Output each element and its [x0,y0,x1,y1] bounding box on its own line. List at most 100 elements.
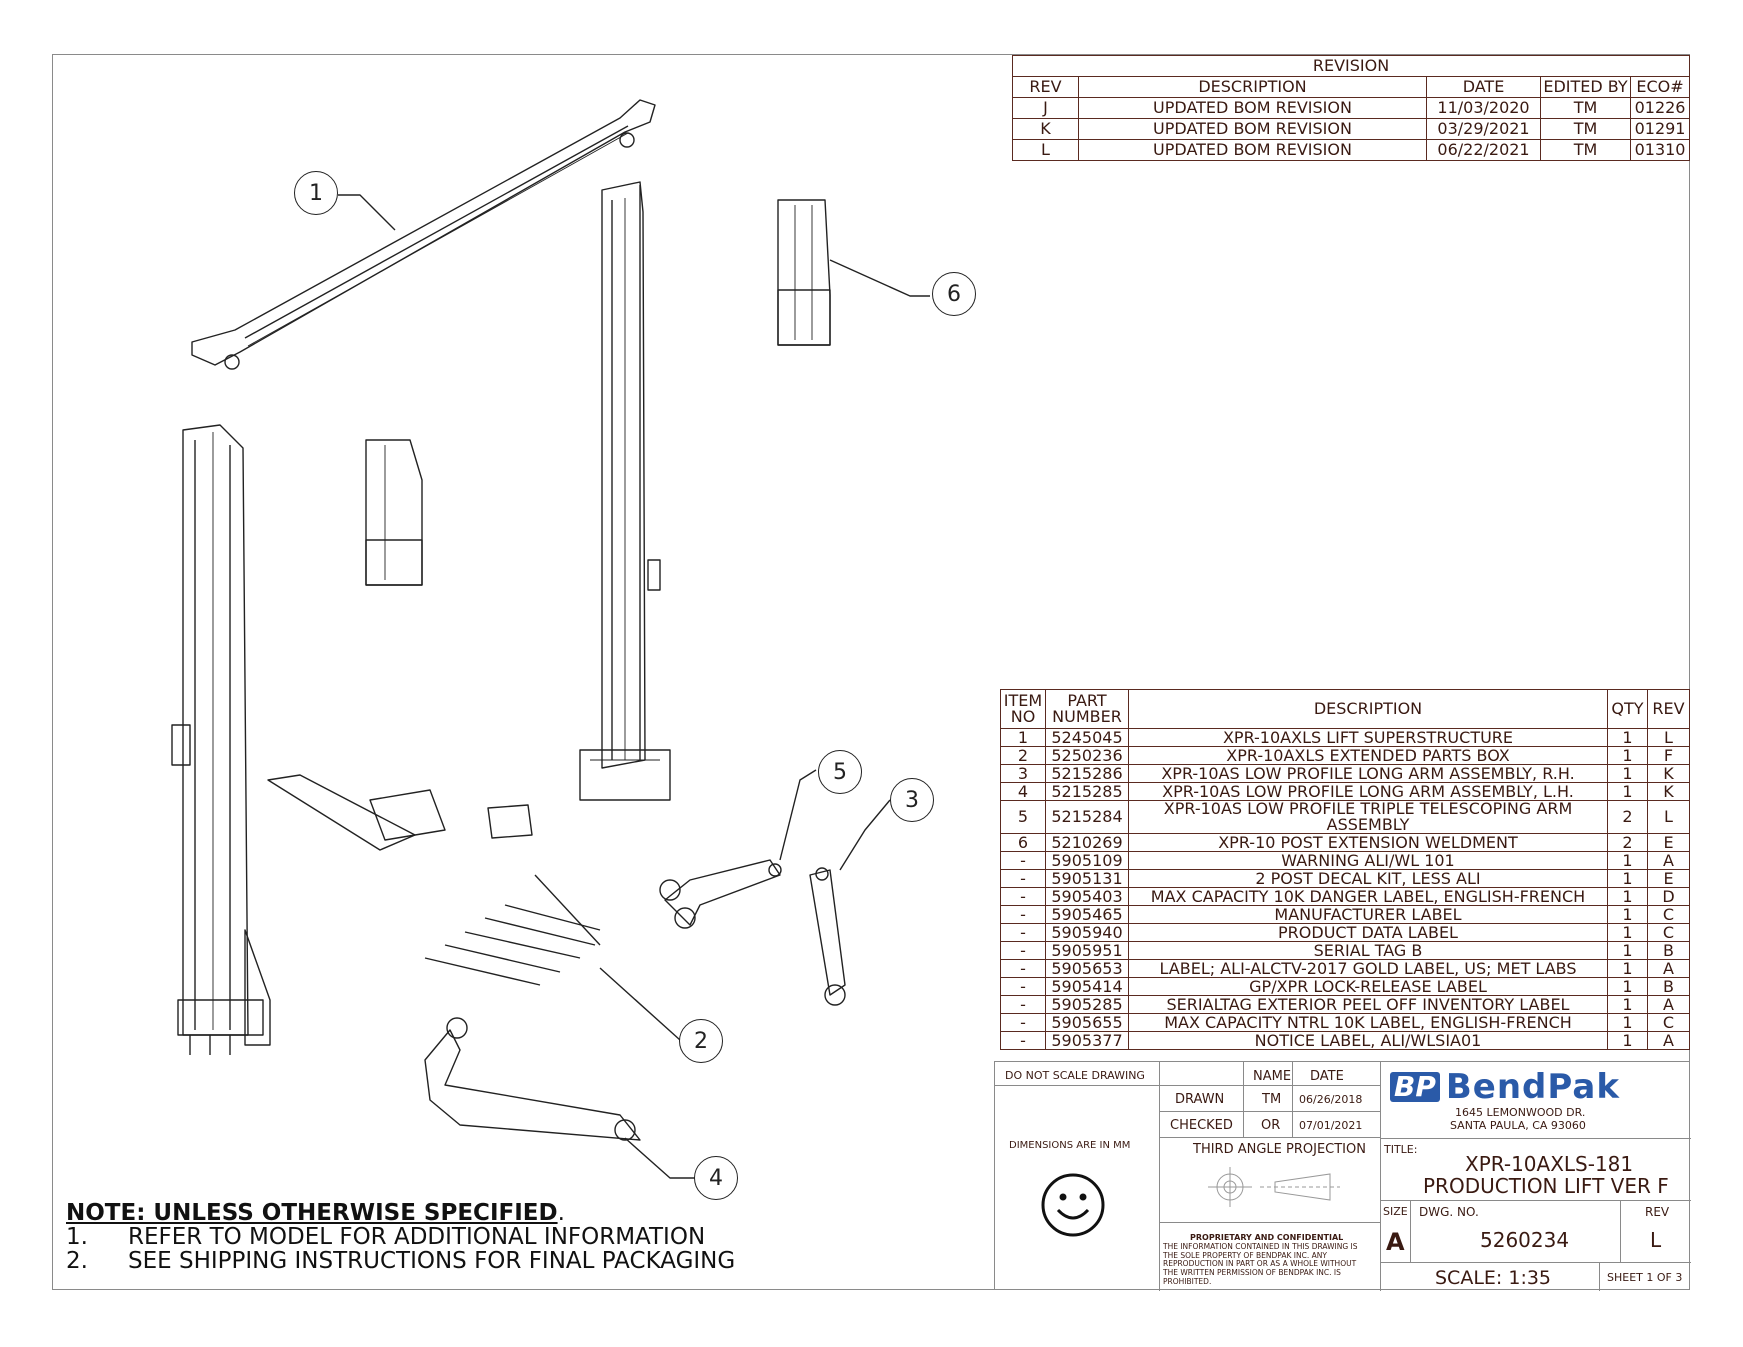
bom-cell: 5905951 [1045,941,1129,960]
bom-cell: 1 [1607,728,1648,747]
drawing-rev: L [1650,1228,1662,1252]
bom-cell: NOTICE LABEL, ALI/WLSIA01 [1128,1031,1608,1050]
general-notes: NOTE: UNLESS OTHERWISE SPECIFIED. 1.REFE… [66,1200,736,1274]
title-block: DO NOT SCALE DRAWING NAME DATE DRAWN TM … [994,1061,1691,1291]
bom-cell: XPR-10AS LOW PROFILE LONG ARM ASSEMBLY, … [1128,782,1608,801]
bom-cell: XPR-10 POST EXTENSION WELDMENT [1128,833,1608,852]
post-extension-upper [777,199,831,346]
bom-cell: 1 [1607,995,1648,1014]
bom-cell: 1 [1607,977,1648,996]
bom-cell: 1 [1607,887,1648,906]
bom-cell: L [1647,800,1690,834]
bom-cell: XPR-10AXLS EXTENDED PARTS BOX [1128,746,1608,765]
bom-cell: 5905655 [1045,1013,1129,1032]
bom-cell: 5905377 [1045,1031,1129,1050]
bom-cell: LABEL; ALI-ALCTV-2017 GOLD LABEL, US; ME… [1128,959,1608,978]
note-item-2: 2.SEE SHIPPING INSTRUCTIONS FOR FINAL PA… [66,1247,736,1274]
bom-cell: A [1647,959,1690,978]
drawing-title-line-2: PRODUCTION LIFT VER F [1423,1174,1669,1198]
bom-cell: B [1647,977,1690,996]
revision-cell: 03/29/2021 [1426,118,1541,140]
bom-cell: 6 [1000,833,1046,852]
bom-cell: - [1000,959,1046,978]
bom-cell: GP/XPR LOCK-RELEASE LABEL [1128,977,1608,996]
parts-box-rods [424,874,601,986]
item-no-header: ITEM NO [1000,689,1046,729]
checked-label: CHECKED [1170,1118,1233,1133]
long-arm-lh [424,1017,641,1141]
checked-name: OR [1261,1118,1281,1133]
bom-cell: E [1647,833,1690,852]
revision-cell: 01291 [1629,118,1691,140]
drawing-scale: SCALE: 1:35 [1435,1267,1552,1289]
bom-cell: - [1000,1013,1046,1032]
revision-table: REVISION REV DESCRIPTION DATE EDITED BY … [1011,55,1691,161]
bom-cell: 5905653 [1045,959,1129,978]
bom-cell: XPR-10AXLS LIFT SUPERSTRUCTURE [1128,728,1608,747]
bom-cell: 5250236 [1045,746,1129,765]
bom-cell: MAX CAPACITY NTRL 10K LABEL, ENGLISH-FRE… [1128,1013,1608,1032]
description-col-header: DESCRIPTION [1078,76,1427,98]
bom-cell: 1 [1000,728,1046,747]
logo-text: BendPak [1445,1067,1620,1107]
revision-cell: UPDATED BOM REVISION [1078,139,1427,161]
bom-cell: MAX CAPACITY 10K DANGER LABEL, ENGLISH-F… [1128,887,1608,906]
qty-header: QTY [1607,689,1648,729]
bom-cell: 5905109 [1045,851,1129,870]
bom-cell: - [1000,977,1046,996]
bom-cell: A [1647,1031,1690,1050]
bill-of-materials-table: ITEM NO PART NUMBER DESCRIPTION QTY REV … [1000,689,1690,1050]
callout-5: 5 [818,750,862,794]
size-label: SIZE [1383,1205,1408,1218]
bom-cell: E [1647,869,1690,888]
superstructure-beam [191,99,656,370]
bom-cell: 5905940 [1045,923,1129,942]
note-heading: NOTE: UNLESS OTHERWISE SPECIFIED. [66,1200,565,1226]
drawn-date: 06/26/2018 [1299,1093,1363,1106]
bom-cell: - [1000,851,1046,870]
projection-label: THIRD ANGLE PROJECTION [1193,1142,1366,1157]
callout-2: 2 [679,1019,723,1063]
address-line-1: 1645 LEMONWOOD DR. [1455,1106,1586,1119]
bom-cell: 5215284 [1045,800,1129,834]
bom-cell: 1 [1607,941,1648,960]
date-header: DATE [1310,1069,1344,1084]
bom-cell: 1 [1607,905,1648,924]
bom-cell: 5210269 [1045,833,1129,852]
bom-cell: F [1647,746,1690,765]
bom-cell: 2 [1607,800,1648,834]
bom-cell: 1 [1607,923,1648,942]
bom-rev-header: REV [1647,689,1690,729]
revision-cell: 01226 [1629,97,1691,119]
revision-cell: 06/22/2021 [1426,139,1541,161]
right-column [579,181,671,801]
revision-cell: K [1012,118,1079,140]
bom-cell: 5 [1000,800,1046,834]
bom-cell: K [1647,764,1690,783]
proprietary-text: THE INFORMATION CONTAINED IN THIS DRAWIN… [1163,1242,1358,1286]
rev-col-header: REV [1012,76,1079,98]
revision-cell: TM [1540,139,1631,161]
revision-cell: UPDATED BOM REVISION [1078,118,1427,140]
drawing-title-line-1: XPR-10AXLS-181 [1465,1152,1634,1176]
bom-cell: - [1000,869,1046,888]
bom-cell: C [1647,923,1690,942]
bom-cell: 2 [1607,833,1648,852]
bom-cell: C [1647,905,1690,924]
revision-header-row: REV DESCRIPTION DATE EDITED BY ECO# [1012,76,1691,98]
do-not-scale: DO NOT SCALE DRAWING [1005,1069,1145,1082]
bom-description-header: DESCRIPTION [1128,689,1608,729]
bom-cell: 4 [1000,782,1046,801]
bom-cell: 5905131 [1045,869,1129,888]
bom-cell: SERIALTAG EXTERIOR PEEL OFF INVENTORY LA… [1128,995,1608,1014]
long-arm-rh [809,867,846,1006]
